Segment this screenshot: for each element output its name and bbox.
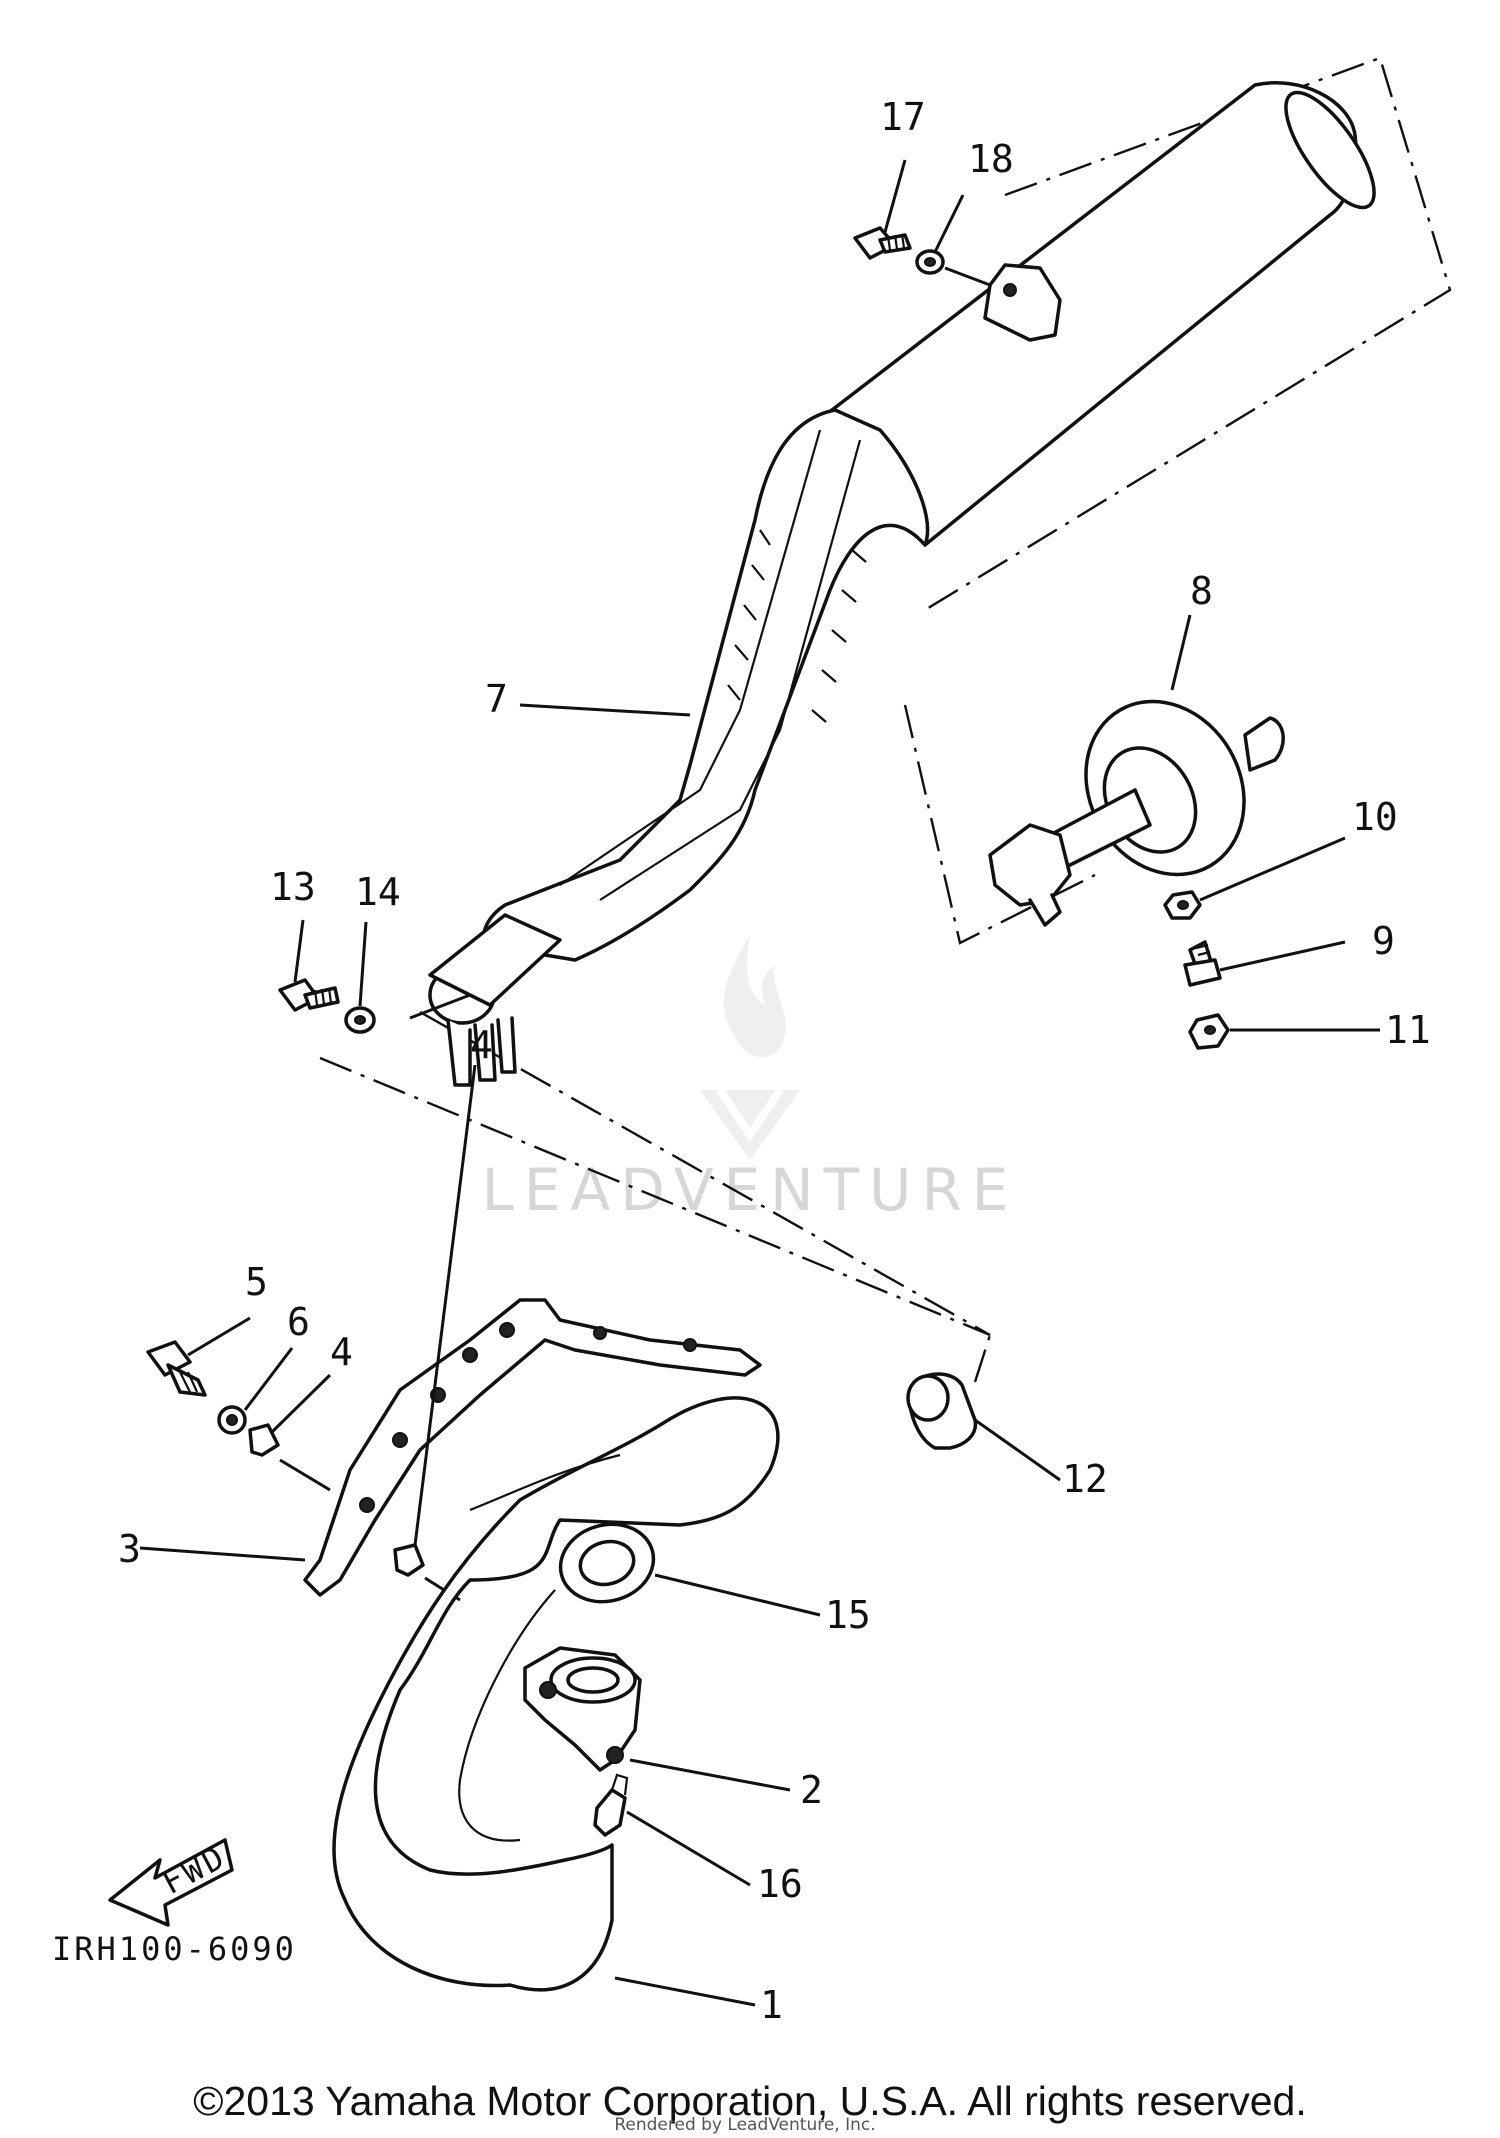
exhaust-protector [303, 1298, 762, 1597]
callouts: 17 18 7 8 10 9 11 13 14 5 6 4 4 3 12 15 … [118, 95, 1431, 2027]
spark-arrester [988, 699, 1285, 927]
washer-18 [915, 249, 945, 275]
callout-17: 17 [880, 95, 926, 139]
callout-9: 9 [1372, 919, 1395, 963]
callout-5: 5 [245, 1260, 268, 1304]
damper-12 [906, 1372, 978, 1450]
bolt-13 [278, 978, 340, 1012]
watermark: LEADVENTURE [482, 935, 1019, 1224]
rendered-by-notice: Rendered by LeadVenture, Inc. [614, 2115, 875, 2135]
callout-4-lower: 4 [470, 1023, 493, 1067]
bolt-5 [146, 1340, 207, 1397]
callout-6: 6 [287, 1300, 310, 1344]
nut-10 [1163, 890, 1202, 920]
nut-11 [1188, 1013, 1230, 1050]
washer-14 [344, 1006, 376, 1034]
callout-8: 8 [1190, 569, 1213, 613]
callout-7: 7 [485, 677, 508, 721]
gasket-15 [558, 1522, 656, 1604]
flame-logo-icon [700, 935, 800, 1160]
figure-code: IRH100-6090 [52, 1930, 297, 1968]
leader-lines [139, 159, 1380, 2007]
callout-14: 14 [355, 870, 401, 914]
callout-10: 10 [1352, 795, 1398, 839]
watermark-text: LEADVENTURE [482, 1156, 1019, 1224]
bolt-17 [853, 226, 912, 260]
bolt-16 [593, 1773, 629, 1837]
callout-11: 11 [1385, 1008, 1431, 1052]
copyright-notice: ©2013 Yamaha Motor Corporation, U.S.A. A… [193, 2078, 1306, 2124]
bolt-9 [1183, 940, 1222, 987]
fwd-arrow-icon: FWD [108, 1837, 234, 1927]
collar-4-upper [248, 1423, 280, 1457]
callout-4-upper: 4 [330, 1330, 353, 1374]
callout-2: 2 [800, 1768, 823, 1812]
callout-1: 1 [760, 1983, 783, 2027]
muffler [409, 81, 1376, 1087]
callout-18: 18 [968, 137, 1014, 181]
exhaust-pipe [332, 1396, 780, 1992]
washer-6 [217, 1405, 247, 1435]
callout-3: 3 [118, 1527, 141, 1571]
callout-16: 16 [757, 1862, 803, 1906]
collar-4-lower [393, 1543, 425, 1577]
callout-15: 15 [825, 1593, 871, 1637]
exhaust-flange [523, 1646, 642, 1772]
callout-13: 13 [270, 865, 316, 909]
assembly-lines [319, 56, 1452, 1383]
callout-12: 12 [1062, 1457, 1108, 1501]
